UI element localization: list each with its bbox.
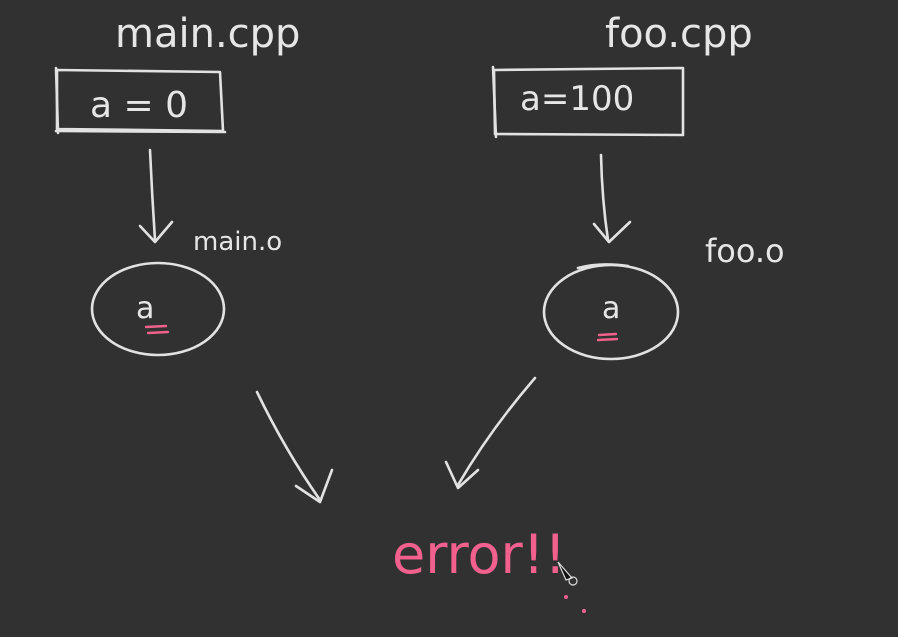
main-cpp-label: main.cpp — [115, 11, 300, 57]
foo-cpp-box-text: a=100 — [520, 79, 634, 119]
main-cpp-box — [54, 66, 227, 135]
error-label: error!! — [392, 523, 566, 586]
foo-o-object-stroke — [576, 263, 630, 270]
foo-cpp-label: foo.cpp — [605, 11, 753, 57]
main-link-arrow — [255, 390, 334, 504]
main-o-object — [90, 261, 226, 357]
error-cursor-icon — [557, 561, 578, 586]
main-compile-arrow — [138, 148, 174, 244]
foo-link-arrow — [444, 376, 537, 490]
foo-cpp-box — [491, 65, 685, 139]
foo-o-label: foo.o — [705, 232, 785, 270]
main-cpp-box-text: a = 0 — [90, 85, 188, 126]
foo-o-symbol-underline — [596, 332, 619, 342]
main-o-symbol-underline — [144, 324, 170, 335]
error-dots — [564, 595, 586, 613]
foo-compile-arrow — [592, 153, 632, 244]
main-o-symbol: a — [136, 291, 154, 326]
foo-o-symbol: a — [602, 291, 620, 326]
main-o-label: main.o — [193, 227, 282, 257]
